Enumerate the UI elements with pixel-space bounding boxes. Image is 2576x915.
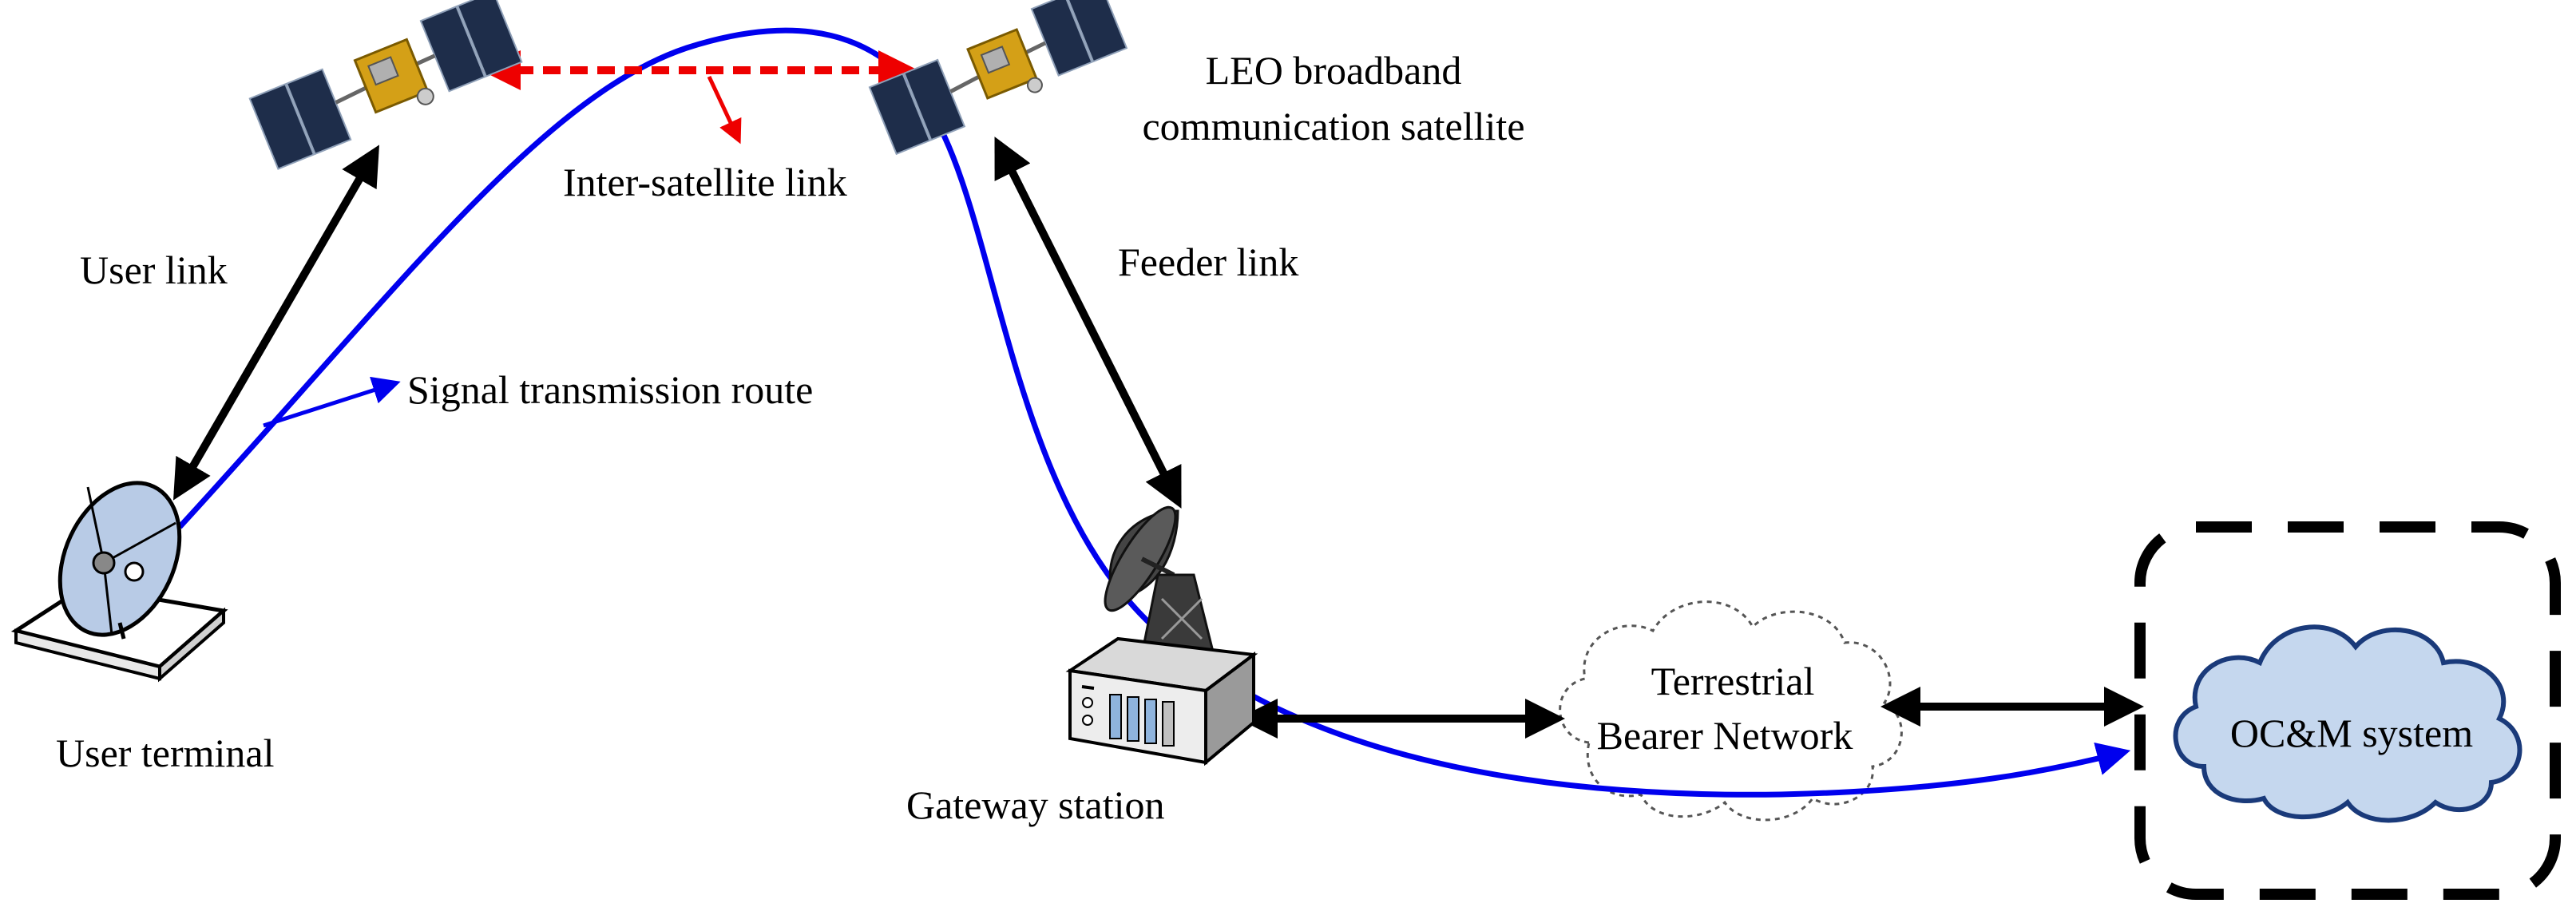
inter-satellite-callout-arrow (707, 75, 742, 145)
ocm-system-label: OC&M system (2230, 711, 2473, 755)
feeder-link-arrow (994, 137, 1182, 509)
gateway-station-label: Gateway station (906, 782, 1165, 827)
satellite-right-icon (868, 0, 1128, 156)
signal-route-callout-arrow (263, 376, 401, 428)
ocm-cloud-icon (2173, 624, 2522, 823)
gateway-rack-icon (1065, 636, 1258, 766)
signal-route-label: Signal transmission route (407, 367, 813, 412)
gateway-station-antenna-icon (1104, 505, 1215, 656)
satellite-left-icon (248, 0, 523, 170)
user-link-label: User link (80, 248, 228, 292)
terrestrial-network-label-line1: Terrestrial (1651, 659, 1815, 703)
inter-satellite-link-label: Inter-satellite link (563, 160, 847, 204)
leo-satellite-label-line1: LEO broadband (1206, 48, 1462, 93)
user-terminal-dish-icon (10, 481, 228, 683)
terrestrial-network-cloud-icon (1559, 600, 1903, 822)
user-terminal-label: User terminal (56, 731, 275, 775)
user-link-arrow (172, 145, 380, 501)
leo-satellite-label-line2: communication satellite (1142, 104, 1524, 149)
feeder-link-label: Feeder link (1118, 240, 1298, 284)
terrestrial-network-label-line2: Bearer Network (1597, 713, 1853, 758)
